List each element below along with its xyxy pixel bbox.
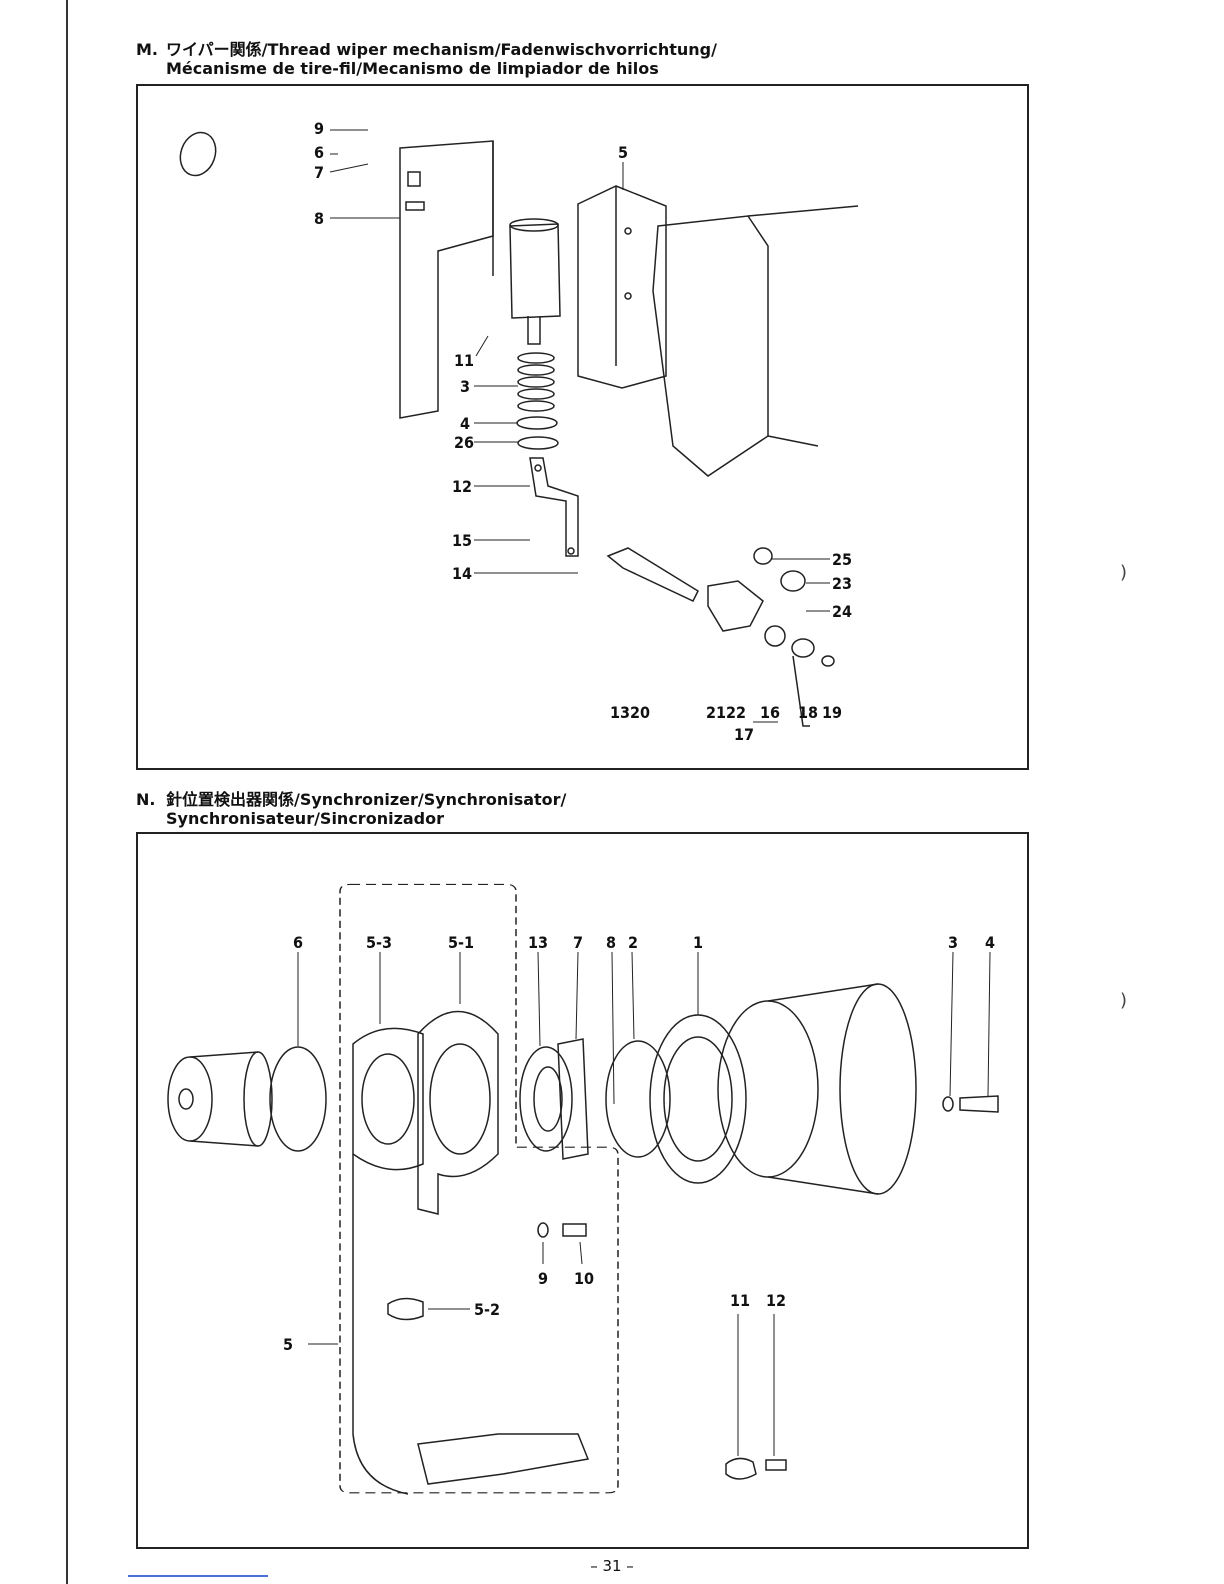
- callout-n-1: 1: [693, 933, 703, 952]
- callout-m-16: 16: [760, 703, 780, 722]
- section-m-title-line2: Mécanisme de tire-fil/Mecanismo de limpi…: [136, 59, 717, 78]
- washer-26: [518, 437, 558, 449]
- screw-19: [822, 656, 834, 666]
- connector: [418, 1434, 588, 1484]
- housing-5-1: [418, 1012, 498, 1215]
- washer-16: [765, 626, 785, 646]
- callout-n-11: 11: [730, 1291, 750, 1310]
- pulley-left: [168, 1052, 272, 1146]
- plate-2: [606, 1041, 670, 1157]
- scan-artifact: ): [1120, 990, 1127, 1011]
- scan-artifact: ): [1120, 562, 1127, 583]
- callout-m-25: 25: [832, 550, 852, 569]
- callout-m-26: 26: [454, 433, 474, 452]
- callout-m-19: 19: [822, 703, 842, 722]
- solenoid: [510, 224, 560, 318]
- section-n-title-line2: Synchronisateur/Sincronizador: [136, 809, 566, 828]
- section-n-letter: N.: [136, 790, 166, 809]
- callout-m-3: 3: [460, 377, 470, 396]
- callout-n-5-2: 5-2: [474, 1300, 500, 1319]
- wiper-arm-21: [708, 581, 763, 631]
- callout-m-18: 18: [798, 703, 818, 722]
- screw-10: [563, 1224, 586, 1236]
- callout-n-2: 2: [628, 933, 638, 952]
- callout-m-8: 8: [314, 209, 324, 228]
- callout-m-9: 9: [314, 119, 324, 138]
- callout-m-14: 14: [452, 564, 472, 583]
- callout-n-13: 13: [528, 933, 548, 952]
- link-12: [530, 458, 578, 556]
- pulley-right: [718, 984, 916, 1194]
- washer-3: [943, 1097, 953, 1111]
- callout-n-5-1: 5-1: [448, 933, 474, 952]
- callout-m-24: 24: [832, 602, 852, 621]
- section-m-diagram: 9 6 7 8 5 11 3 4 26 12 15 14 25 23 24 13…: [136, 84, 1029, 770]
- plate-8: [400, 141, 493, 418]
- screw-4: [960, 1096, 998, 1112]
- callout-m-17: 17: [734, 725, 754, 744]
- part-25: [754, 548, 772, 564]
- callout-n-10: 10: [574, 1269, 594, 1288]
- screw-12: [766, 1460, 786, 1470]
- spring-3: [518, 353, 554, 411]
- cord-clamp-11: [726, 1458, 756, 1479]
- section-m-title: M.ワイパー関係/Thread wiper mechanism/Fadenwis…: [136, 40, 717, 78]
- callout-m-12: 12: [452, 477, 472, 496]
- section-n-title-line1: 針位置検出器関係/Synchronizer/Synchronisator/: [166, 790, 566, 809]
- nut-23: [781, 571, 805, 591]
- washer-4: [517, 417, 557, 429]
- callout-n-5-3: 5-3: [366, 933, 392, 952]
- callout-m-7: 7: [314, 163, 324, 182]
- callout-m-6: 6: [314, 143, 324, 162]
- callout-m-22: 22: [726, 703, 746, 722]
- callout-n-9: 9: [538, 1269, 548, 1288]
- callout-n-4: 4: [985, 933, 995, 952]
- washer-9: [538, 1223, 548, 1237]
- callout-n-8: 8: [606, 933, 616, 952]
- clamp-5-2: [388, 1298, 423, 1319]
- callout-m-21: 21: [706, 703, 726, 722]
- thread-wiper-drawing: 9 6 7 8 5 11 3 4 26 12 15 14 25 23 24 13…: [138, 86, 1027, 768]
- callout-m-5: 5: [618, 143, 628, 162]
- callout-n-6: 6: [293, 933, 303, 952]
- callout-m-4: 4: [460, 414, 470, 433]
- callout-n-7: 7: [573, 933, 583, 952]
- callout-m-13: 13: [610, 703, 630, 722]
- section-m-letter: M.: [136, 40, 166, 59]
- ring-6: [270, 1047, 326, 1151]
- section-n-diagram: 6 5-3 5-1 13 7 8 2 1 3 4 9 10 5-2 5 11 1…: [136, 832, 1029, 1549]
- sensor-plate-5-3: [353, 1028, 423, 1169]
- callout-m-15: 15: [452, 531, 472, 550]
- callout-n-3: 3: [948, 933, 958, 952]
- oval-mark: [175, 128, 222, 181]
- binding-edge: [66, 0, 68, 1584]
- callout-n-5: 5: [283, 1335, 293, 1354]
- machine-arm: [653, 216, 768, 476]
- section-n-title: N.針位置検出器関係/Synchronizer/Synchronisator/ …: [136, 790, 566, 828]
- footer-link-line: [128, 1575, 268, 1577]
- collar-18: [792, 639, 814, 657]
- page-number: – 31 –: [0, 1557, 1224, 1575]
- felt-ring-13: [520, 1047, 572, 1151]
- section-m-title-line1: ワイパー関係/Thread wiper mechanism/Fadenwisch…: [166, 40, 717, 59]
- cable-5: [353, 1154, 408, 1494]
- callout-m-20: 20: [630, 703, 650, 722]
- callout-m-11: 11: [454, 351, 474, 370]
- assembly-5-outline: [340, 884, 618, 1492]
- callout-m-23: 23: [832, 574, 852, 593]
- callout-n-12: 12: [766, 1291, 786, 1310]
- shaft-13: [608, 548, 698, 601]
- synchronizer-drawing: 6 5-3 5-1 13 7 8 2 1 3 4 9 10 5-2 5 11 1…: [138, 834, 1027, 1547]
